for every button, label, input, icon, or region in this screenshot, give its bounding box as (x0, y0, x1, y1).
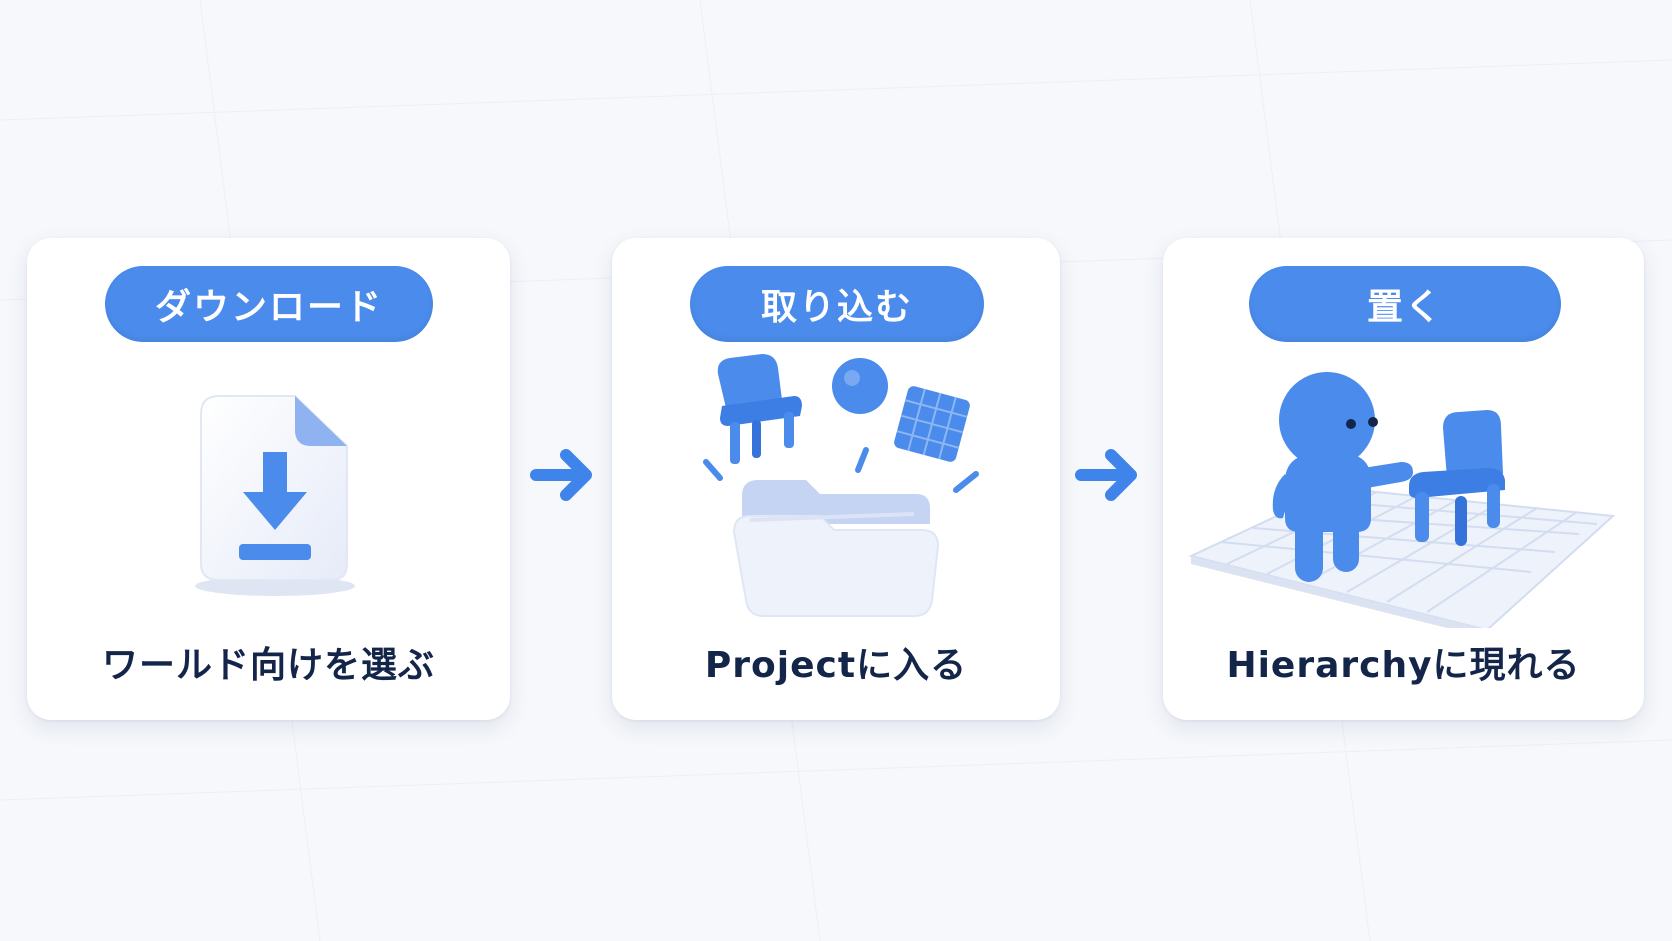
arrow-right-icon (1075, 449, 1137, 501)
step-card-download: ダウンロード ワールド向けを選ぶ (27, 238, 510, 720)
step-card-import: 取り込む Projectに入る (612, 238, 1060, 720)
step-caption: ワールド向けを選ぶ (101, 645, 435, 686)
step-title-badge: ダウンロード (105, 266, 433, 342)
step-caption: Hierarchyに現れる (1226, 645, 1581, 686)
step-card-place: 置く Hierarchyに現れる (1163, 238, 1644, 720)
folder-import-icon (703, 354, 979, 617)
download-file-icon (195, 395, 355, 596)
step-title-badge: 取り込む (690, 266, 984, 342)
arrow-right-icon (530, 449, 592, 501)
step-caption: Projectに入る (704, 645, 968, 686)
character-chair-scene-icon (1188, 372, 1616, 628)
step-title-badge: 置く (1249, 266, 1561, 342)
